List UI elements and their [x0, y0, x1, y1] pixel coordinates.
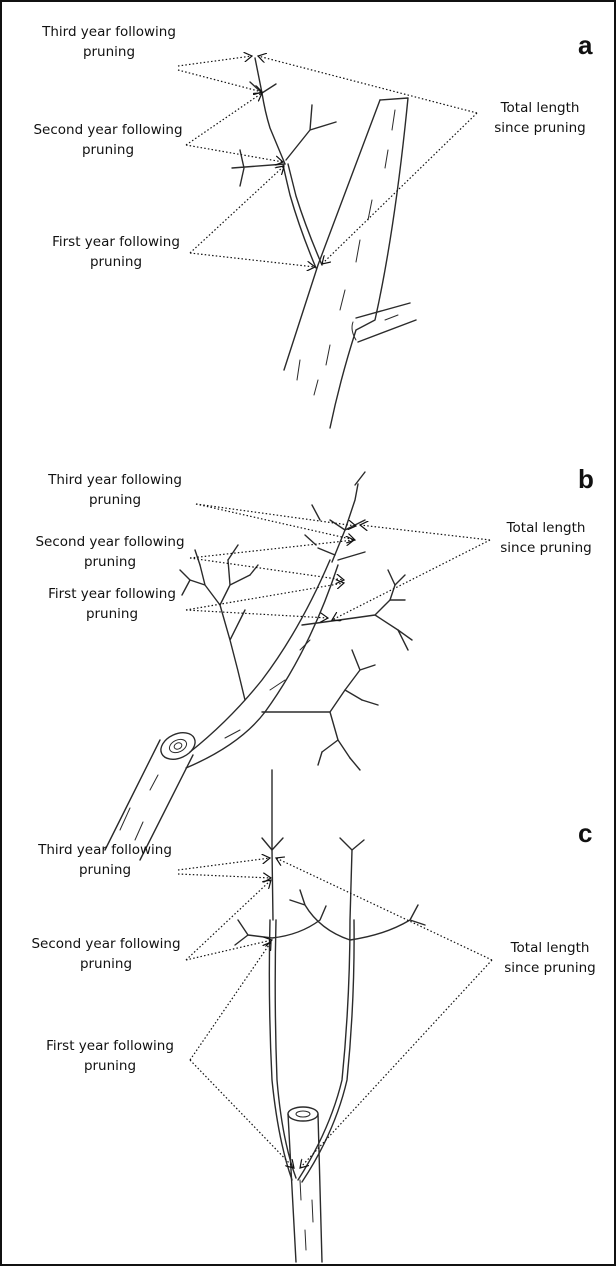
panel-a-third-year-label: Third year following pruning [34, 22, 184, 62]
panel-a-drawing [232, 58, 416, 428]
panel-b-first-year-label: First year following pruning [34, 584, 190, 624]
panel-c-left-shoot [269, 920, 292, 1180]
panel-b-letter: b [578, 464, 594, 495]
panel-c-right-lateral [290, 890, 425, 940]
panel-a-second-year-label: Second year following pruning [28, 120, 188, 160]
panel-a-first-year-label: First year following pruning [38, 232, 194, 272]
panel-c-letter: c [578, 818, 592, 849]
panel-a-side-branch [356, 303, 416, 342]
panel-c-left-shoot-upper [272, 770, 273, 920]
panel-b-third-year-label: Third year following pruning [40, 470, 190, 510]
panel-a-shoot-year2 [262, 93, 285, 164]
panel-b-lateral-right-upper [302, 600, 398, 630]
panel-c-right-shoot [298, 850, 352, 1180]
panel-c-third-year-label: Third year following pruning [30, 840, 180, 880]
panel-a-lateral-left [232, 150, 285, 186]
panel-a-trunk-left [284, 100, 380, 370]
panel-c-first-year-label: First year following pruning [30, 1036, 190, 1076]
panel-a-arrows [178, 56, 477, 267]
panel-b-total-length-label: Total length since pruning [486, 518, 606, 558]
panel-c-left-lateral [235, 906, 326, 945]
panel-b-main-branch-right [186, 565, 338, 768]
panel-b-main-branch-left [190, 560, 330, 752]
panel-a-total-length-label: Total length since pruning [480, 98, 600, 138]
panel-c-arrows [178, 858, 492, 1168]
panel-b-second-year-label: Second year following pruning [30, 532, 190, 572]
panel-b-drawing [105, 472, 412, 860]
panel-b-lateral-left [220, 605, 245, 700]
panel-a-letter: a [578, 30, 592, 61]
panel-c-second-year-label: Second year following pruning [26, 934, 186, 974]
panel-a-trunk-right [330, 98, 408, 428]
panel-b-arrows [186, 504, 490, 620]
panel-a-shoot-year1 [283, 164, 316, 268]
panel-a-lateral-right [286, 105, 336, 160]
panel-c-drawing [235, 770, 425, 1262]
panel-c-total-length-label: Total length since pruning [490, 938, 610, 978]
